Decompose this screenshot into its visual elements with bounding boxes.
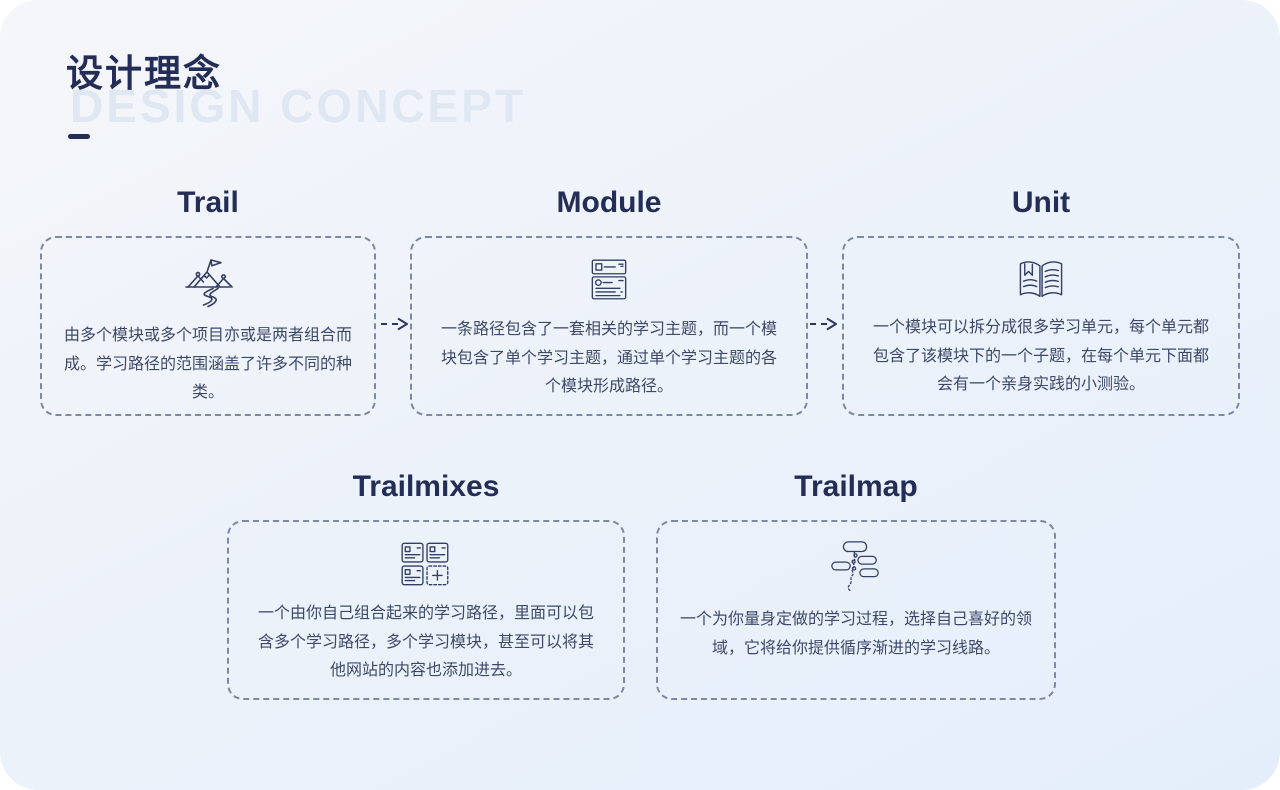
page-header: DESIGN CONCEPT 设计理念 xyxy=(66,52,523,139)
module-to-unit-arrow xyxy=(809,317,839,331)
trail-card: 由多个模块或多个项目亦或是两者组合而成。学习路径的范围涵盖了许多不同的种类。 xyxy=(40,236,376,416)
winding-flow-map-icon xyxy=(831,541,879,592)
trailmap-card-group: Trailmap 一个为你量身定做的学习过程，选择自己喜好的领域，它将给你提供循… xyxy=(656,468,1056,700)
mountain-flag-trail-icon xyxy=(185,259,233,308)
module-card-group: Module 一条路径包含了一套相关的学习主题，而一个模块包含了单个学习 xyxy=(410,184,808,416)
card-grid-plus-icon xyxy=(401,542,449,586)
module-card-title: Module xyxy=(556,186,662,219)
trail-card-group: Trail 由多个模块或多个项目亦或是两者组合而成。学习路径的范围涵盖了 xyxy=(40,184,376,416)
trail-card-description: 由多个模块或多个项目亦或是两者组合而成。学习路径的范围涵盖了许多不同的种类。 xyxy=(64,327,353,401)
unit-card: 一个模块可以拆分成很多学习单元，每个单元都包含了该模块下的一个子题，在每个单元下… xyxy=(842,236,1240,416)
trailmixes-card-description: 一个由你自己组合起来的学习路径，里面可以包含多个学习路径，多个学习模块，甚至可以… xyxy=(257,605,594,679)
trailmixes-card-group: Trailmixes xyxy=(227,468,625,700)
module-card-description: 一条路径包含了一套相关的学习主题，而一个模块包含了单个学习主题，通过单个学习主题… xyxy=(440,321,777,395)
trailmixes-card: 一个由你自己组合起来的学习路径，里面可以包含多个学习路径，多个学习模块，甚至可以… xyxy=(227,520,625,700)
unit-card-title: Unit xyxy=(1011,186,1071,219)
title-underline-dash xyxy=(68,134,90,139)
module-card: 一条路径包含了一套相关的学习主题，而一个模块包含了单个学习主题，通过单个学习主题… xyxy=(410,236,808,416)
unit-card-description: 一个模块可以拆分成很多学习单元，每个单元都包含了该模块下的一个子题，在每个单元下… xyxy=(872,319,1209,393)
dashed-right-arrow-icon xyxy=(381,317,408,331)
page-subtitle-watermark: DESIGN CONCEPT xyxy=(70,80,527,132)
trailmap-card: 一个为你量身定做的学习过程，选择自己喜好的领域，它将给你提供循序渐进的学习线路。 xyxy=(656,520,1056,700)
trail-to-module-arrow xyxy=(380,317,410,331)
stacked-list-cards-icon xyxy=(591,259,627,300)
trailmixes-card-title: Trailmixes xyxy=(352,470,500,503)
dashed-right-arrow-icon xyxy=(810,317,837,331)
trailmap-card-title: Trailmap xyxy=(794,470,918,503)
trail-card-title: Trail xyxy=(177,186,239,219)
trailmap-card-description: 一个为你量身定做的学习过程，选择自己喜好的领域，它将给你提供循序渐进的学习线路。 xyxy=(680,611,1033,657)
page-title: 设计理念 xyxy=(66,53,222,94)
unit-card-group: Unit 一个模块可以拆分成很多学习单元，每个单元都包含了该模块下的一个子题，在… xyxy=(842,184,1240,416)
open-book-bookmark-icon xyxy=(1019,261,1063,298)
